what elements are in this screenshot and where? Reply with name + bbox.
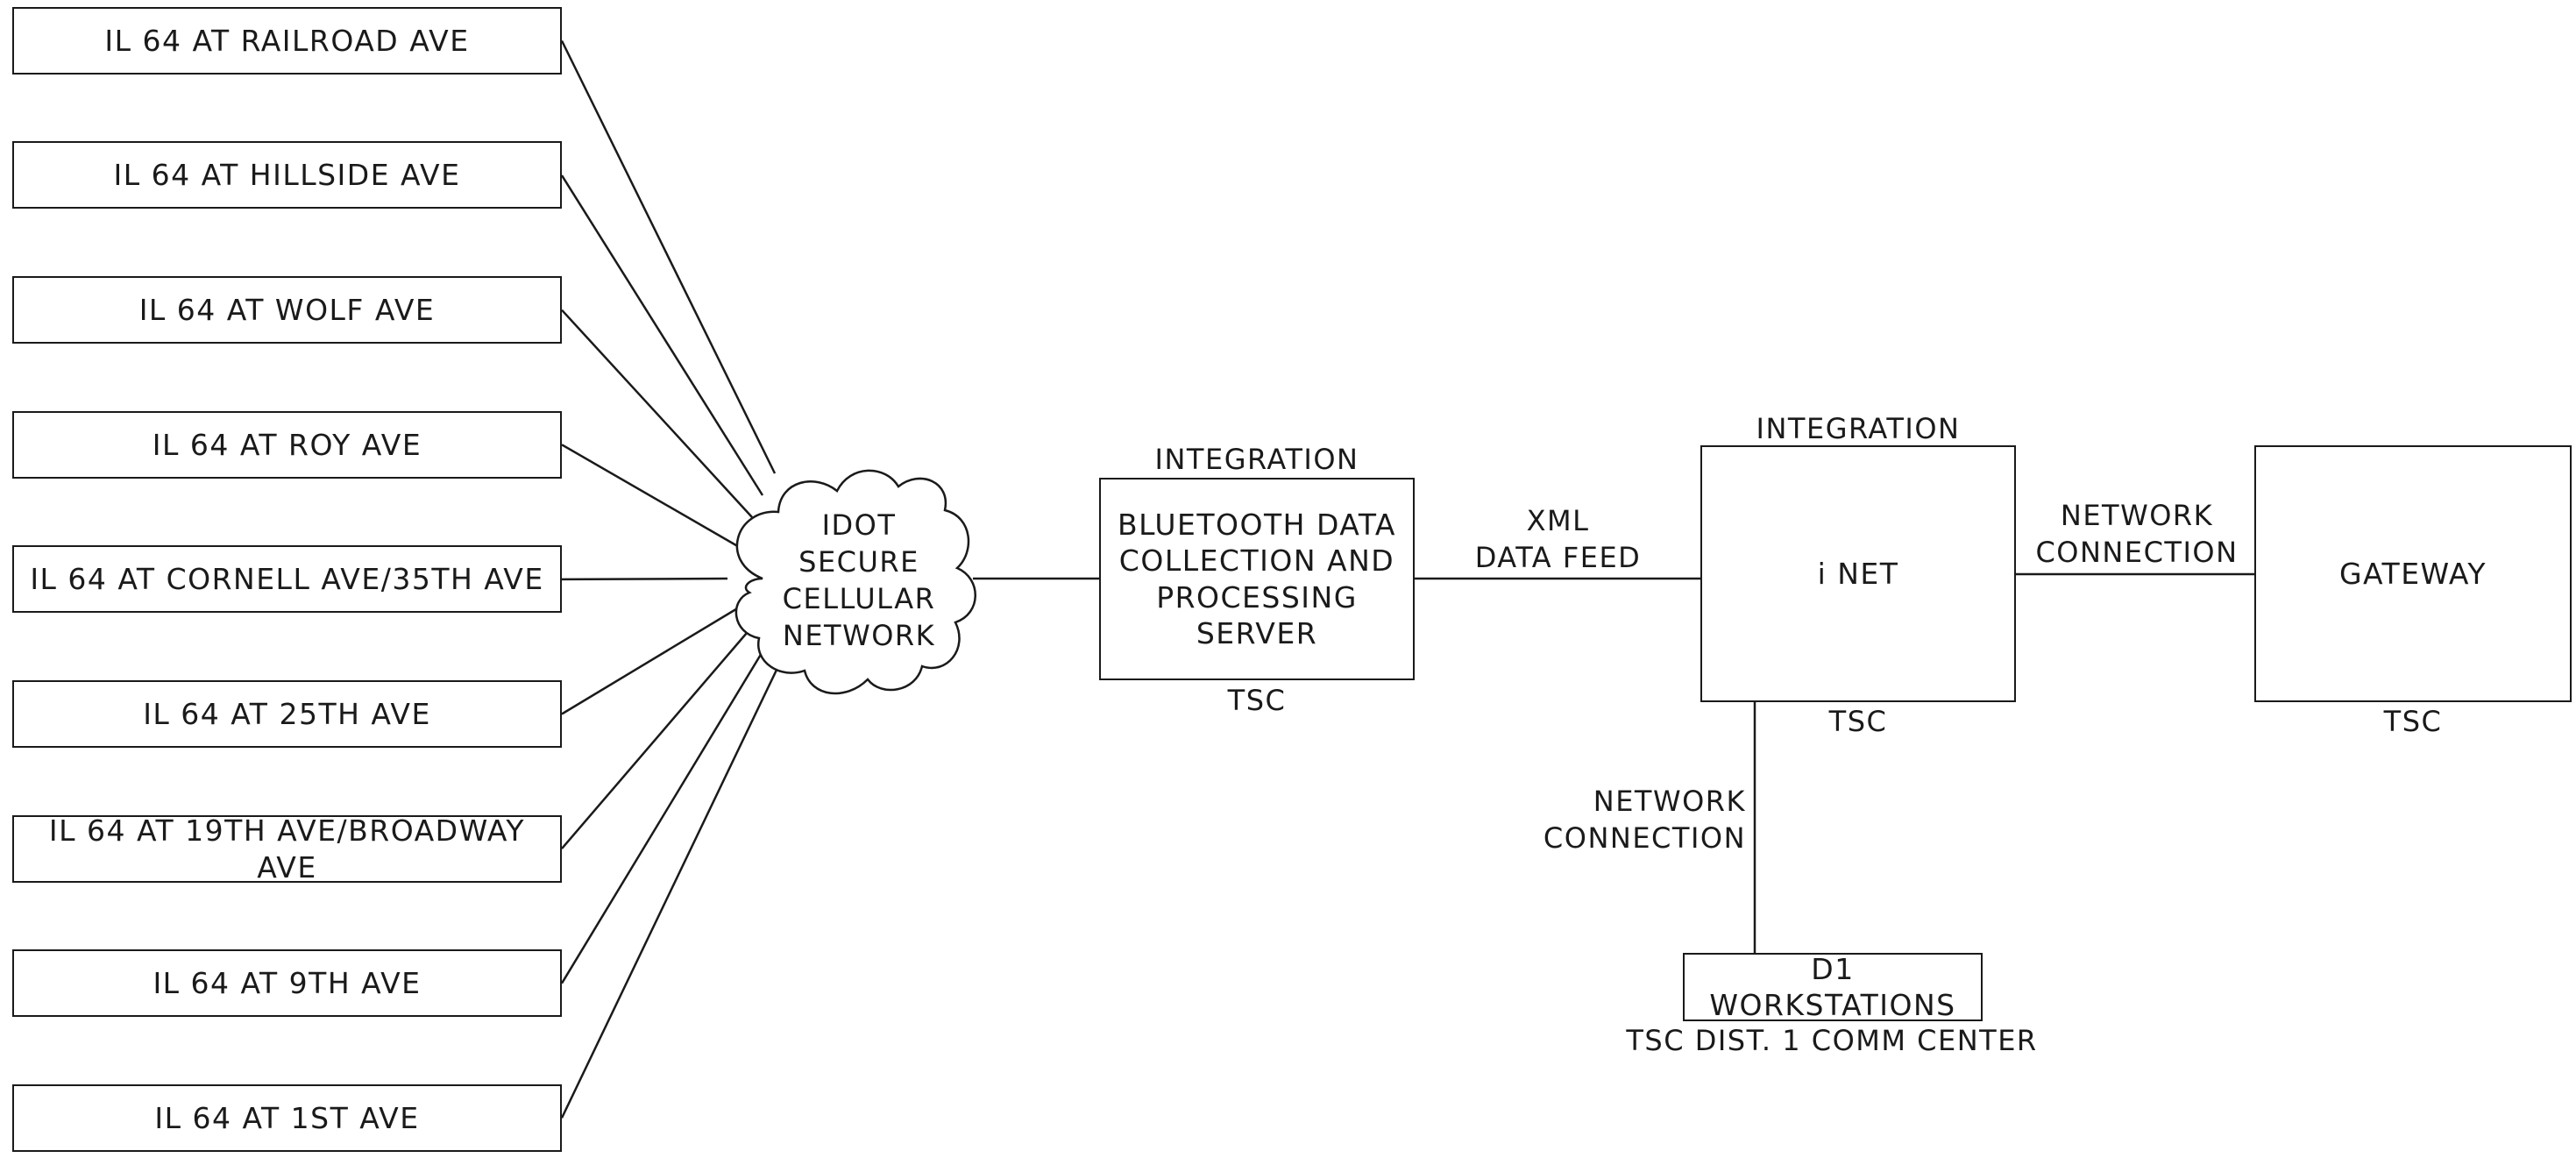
site-box-cornell-ave: IL 64 AT CORNELL AVE/35TH AVE [12, 545, 562, 613]
site-box-wolf-ave: IL 64 AT WOLF AVE [12, 276, 562, 344]
site-box-9th-ave: IL 64 AT 9TH AVE [12, 949, 562, 1017]
inet-gateway-connection-label: NETWORK CONNECTION [2035, 499, 2239, 569]
inet-integration-label: INTEGRATION [1756, 412, 1961, 445]
site-to-cloud-line [560, 174, 764, 496]
site-box-railroad-ave: IL 64 AT RAILROAD AVE [12, 7, 562, 75]
comm-center-label: TSC DIST. 1 COMM CENTER [1626, 1024, 2038, 1057]
site-box-25th-ave: IL 64 AT 25TH AVE [12, 680, 562, 748]
inet-location-label: TSC [1828, 705, 1888, 738]
site-box-hillside-ave: IL 64 AT HILLSIDE AVE [12, 141, 562, 209]
cellular-network-label: IDOT SECURE CELLULAR NETWORK [782, 508, 936, 652]
inet-workstation-connection-label: NETWORK CONNECTION [1543, 785, 1746, 855]
server-integration-label: INTEGRATION [1154, 443, 1359, 476]
site-to-cloud-line [561, 309, 753, 518]
xml-data-feed-label: XML DATA FEED [1474, 504, 1642, 574]
server-location-label: TSC [1227, 684, 1287, 717]
site-to-cloud-line [560, 648, 766, 984]
site-to-cloud-line [561, 603, 744, 715]
site-box-roy-ave: IL 64 AT ROY AVE [12, 411, 562, 479]
gateway-location-label: TSC [2383, 705, 2443, 738]
site-connector-lines [560, 39, 780, 1119]
cloud-icon [734, 469, 976, 695]
site-box-19th-ave: IL 64 AT 19TH AVE/BROADWAY AVE [12, 813, 562, 884]
gateway-box: GATEWAY [2254, 445, 2572, 702]
site-to-cloud-line [560, 39, 777, 474]
workstations-box: D1 WORKSTATIONS [1683, 952, 1983, 1022]
site-box-1st-ave: IL 64 AT 1ST AVE [12, 1084, 562, 1152]
bluetooth-server-box: BLUETOOTH DATA COLLECTION AND PROCESSING… [1099, 478, 1415, 680]
inet-box: i NET [1700, 445, 2016, 702]
site-to-cloud-line [561, 444, 742, 550]
site-to-cloud-line [561, 626, 753, 849]
site-to-cloud-line [560, 665, 780, 1119]
